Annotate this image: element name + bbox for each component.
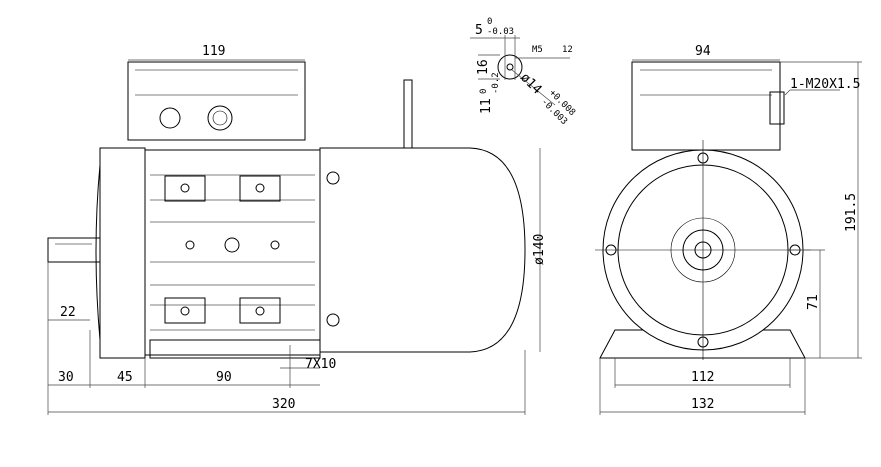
terminal-box [127,61,306,141]
dim-box-width: 119 [202,44,225,59]
dim-total-length: 320 [272,397,295,412]
dim-foot-width: 132 [691,397,714,412]
shaft [47,237,101,263]
front-terminal-box [631,61,781,151]
dim-flange-diameter: ø140 [532,234,547,265]
dim-foot-spacing: 90 [216,370,232,385]
key-width-tol-lower: -0.03 [487,27,514,37]
dim-total-height: 191.5 [844,193,859,232]
key-depth: 11 [479,98,494,114]
fan-cover [319,147,526,353]
shaft-detail [470,35,570,106]
stator-frame [144,149,321,356]
dim-key-length: 22 [60,305,76,320]
dim-foot-hole: 7X10 [305,357,336,372]
key-depth-tol-lower: -0.2 [491,72,501,94]
key-depth-tol-upper: 0 [479,89,489,94]
thread-depth: 12 [562,45,573,55]
dim-shaft-height: 71 [806,294,821,310]
shaft-height: 16 [476,59,491,75]
dim-foot-offset: 45 [117,370,133,385]
key-width: 5 [475,23,483,38]
dim-front-box-width: 94 [695,44,711,59]
side-view [47,61,526,359]
end-shield [99,147,146,359]
cable-gland [769,91,785,125]
brake-lever [403,79,413,149]
front-view [595,61,811,360]
thread-label: M5 [532,45,543,55]
dim-foot-hole-spacing: 112 [691,370,714,385]
cable-gland-label: 1-M20X1.5 [790,77,860,92]
dim-shaft-length: 30 [58,370,74,385]
key-width-tol-upper: 0 [487,17,492,27]
